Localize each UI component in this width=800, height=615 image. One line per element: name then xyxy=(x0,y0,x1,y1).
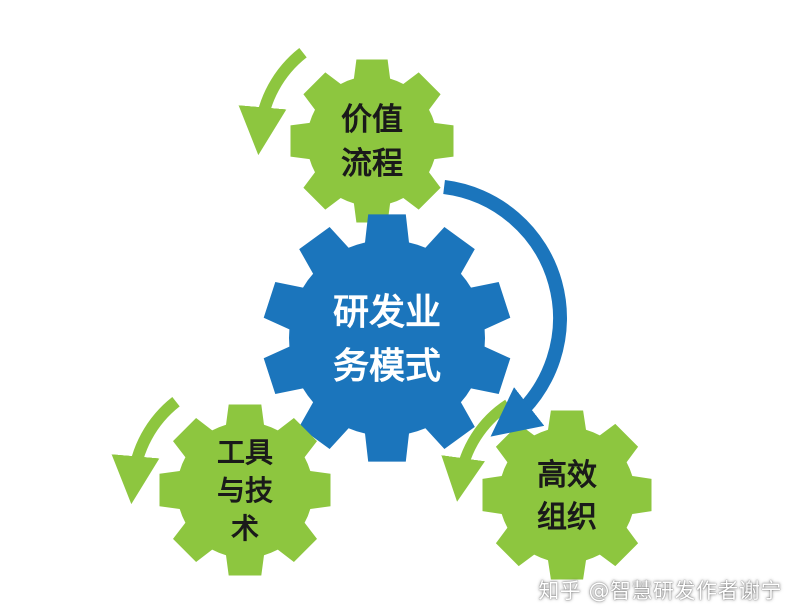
value-stream-label-line-2: 流程 xyxy=(341,146,403,182)
org-label-line-2: 组织 xyxy=(537,500,597,535)
core-label-line-2: 务模式 xyxy=(333,346,441,387)
org-gear-shape xyxy=(482,410,652,580)
tools-gear-shape xyxy=(159,404,331,576)
watermark: 知乎 @智慧研发作者谢宁 xyxy=(538,579,782,603)
arrow-left xyxy=(111,396,180,505)
arrow-blue xyxy=(443,180,567,437)
core-gear: 研发业 务模式 xyxy=(263,214,511,462)
arrow-top-left xyxy=(238,47,307,156)
tools-label-line-2: 与技 xyxy=(217,474,273,507)
tools-label-line-1: 工具 xyxy=(217,436,273,469)
core-gear-shape xyxy=(263,214,511,462)
tools-label-line-3: 术 xyxy=(231,512,259,545)
value-stream-gear-shape xyxy=(290,59,454,223)
value-stream-label-line-1: 价值 xyxy=(341,102,403,138)
org-gear: 高效 组织 xyxy=(482,410,652,580)
org-label-line-1: 高效 xyxy=(537,458,597,493)
value-stream-gear: 价值 流程 xyxy=(290,59,454,223)
tools-gear: 工具 与技 术 xyxy=(159,404,331,576)
core-label-line-1: 研发业 xyxy=(333,292,441,333)
